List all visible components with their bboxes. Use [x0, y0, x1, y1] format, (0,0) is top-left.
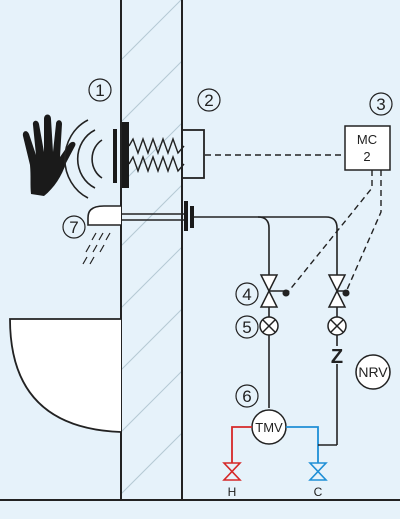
callout-7: 7: [62, 215, 86, 239]
isolation-valve-right: [327, 316, 347, 336]
hot-supply-pipe: [231, 426, 252, 463]
hot-supply-label: H: [228, 485, 237, 499]
control-unit-box: [181, 129, 205, 179]
callout-3: 3: [369, 92, 393, 116]
svg-text:4: 4: [242, 285, 251, 304]
branch-pipes: [268, 307, 338, 445]
tmv-label: TMV: [255, 420, 283, 435]
svg-text:7: 7: [69, 218, 78, 237]
svg-text:5: 5: [242, 318, 251, 337]
controller-mc2: [344, 125, 391, 171]
svg-text:3: 3: [376, 95, 385, 114]
wall-flange: [184, 201, 194, 231]
water-spray: [82, 232, 111, 265]
check-valve-symbol: Z: [331, 346, 343, 368]
solenoid-valve-right: [327, 274, 350, 308]
hot-supply-valve: [222, 462, 242, 481]
isolation-valve-left: [259, 316, 279, 336]
sensor-plates: [113, 122, 129, 188]
svg-text:2: 2: [204, 91, 213, 110]
sensor-waves: [64, 119, 103, 199]
cold-supply-pipe: [286, 426, 319, 463]
svg-text:1: 1: [95, 81, 104, 100]
callout-6: 6: [235, 384, 259, 408]
control-signal-lines: [205, 154, 382, 293]
hand-icon: [22, 114, 76, 196]
tap-spout: [87, 205, 121, 226]
wash-basin: [9, 318, 122, 433]
wall: [120, 0, 183, 500]
nrv-circle: [355, 354, 391, 390]
solenoid-valve-left: [259, 274, 290, 308]
outlet-pipe: [121, 213, 338, 275]
controller-label-line1: MC: [357, 132, 377, 147]
svg-text:6: 6: [242, 387, 251, 406]
callout-2: 2: [197, 88, 221, 112]
callout-5: 5: [235, 315, 259, 339]
sensor-cable-coil: [128, 136, 185, 174]
nrv-label: NRV: [358, 364, 388, 380]
callout-4: 4: [235, 282, 259, 306]
controller-label-line2: 2: [363, 149, 370, 164]
cold-supply-label: C: [314, 485, 323, 499]
cold-supply-valve: [308, 462, 328, 481]
callout-1: 1: [88, 78, 112, 102]
